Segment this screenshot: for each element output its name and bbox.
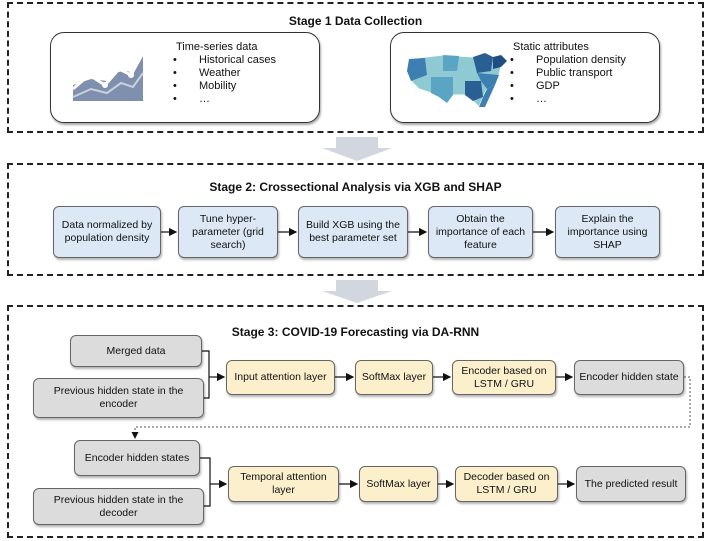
stage1-title: Stage 1 Data Collection (288, 14, 423, 28)
decoder-softmax-box: SoftMax layer (359, 466, 438, 502)
timeseries-item: Mobility (169, 80, 276, 93)
merged-data-box: Merged data (70, 335, 202, 367)
usa-map-icon (406, 52, 508, 108)
decoder-lstm-box: Decoder based on LSTM / GRU (455, 466, 558, 502)
stage2-box-normalize: Data normalized by population density (53, 206, 161, 258)
static-list: Population density Public transport GDP … (506, 54, 626, 106)
timeseries-item: Weather (169, 67, 276, 80)
static-attributes-card: Static attributes Population density Pub… (390, 32, 660, 123)
prev-hidden-decoder-box: Previous hidden state in the decoder (33, 488, 204, 525)
stage2-box-tune: Tune hyper-parameter (grid search) (178, 206, 278, 258)
static-item: GDP (506, 80, 626, 93)
encoder-lstm-box: Encoder based on LSTM / GRU (452, 360, 556, 395)
timeseries-heading: Time-series data (176, 41, 258, 53)
stage1-to-stage2-arrow (322, 137, 392, 161)
stage2-panel: Stage 2: Crossectional Analysis via XGB … (7, 163, 704, 276)
stage1-panel: Stage 1 Data Collection (7, 2, 704, 133)
line-chart-icon (72, 50, 146, 101)
input-attention-box: Input attention layer (226, 360, 335, 395)
encoder-softmax-box: SoftMax layer (355, 360, 433, 395)
hidden-state-link (131, 376, 691, 439)
temporal-attention-box: Temporal attention layer (228, 466, 339, 502)
timeseries-item: Historical cases (169, 54, 276, 67)
encoder-hidden-state-box: Encoder hidden state (574, 360, 684, 395)
stage2-box-shap: Explain the importance using SHAP (555, 206, 660, 258)
encoder-hidden-states-box: Encoder hidden states (74, 440, 200, 476)
static-item: … (506, 93, 626, 106)
predicted-result-box: The predicted result (576, 466, 686, 502)
encoder-merge-line (202, 350, 210, 399)
timeseries-list: Historical cases Weather Mobility … (169, 54, 276, 106)
static-item: Population density (506, 54, 626, 67)
stage2-box-importance: Obtain the importance of each feature (428, 206, 533, 258)
stage2-title: Stage 2: Crossectional Analysis via XGB … (209, 180, 502, 194)
stage2-to-stage3-arrow (322, 280, 392, 303)
static-item: Public transport (506, 67, 626, 80)
stage2-box-build-xgb: Build XGB using the best parameter set (298, 206, 408, 258)
stage3-title: Stage 3: COVID-19 Forecasting via DA-RNN (231, 325, 480, 339)
static-heading: Static attributes (513, 41, 589, 53)
timeseries-item: … (169, 93, 276, 106)
prev-hidden-encoder-box: Previous hidden state in the encoder (33, 378, 204, 418)
stage3-panel: Stage 3: COVID-19 Forecasting via DA-RNN (7, 305, 704, 538)
timeseries-card: Time-series data Historical cases Weathe… (50, 32, 320, 123)
decoder-merge-line (200, 457, 211, 507)
